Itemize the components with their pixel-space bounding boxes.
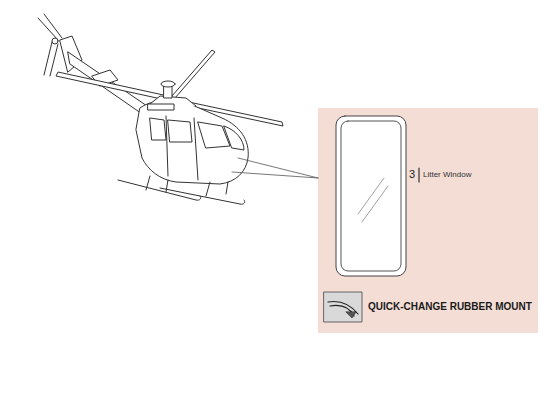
feature-heading: QUICK-CHANGE RUBBER MOUNT — [368, 301, 532, 312]
callout-number: 3 — [409, 168, 415, 180]
part-name: Litter Window — [423, 171, 471, 180]
